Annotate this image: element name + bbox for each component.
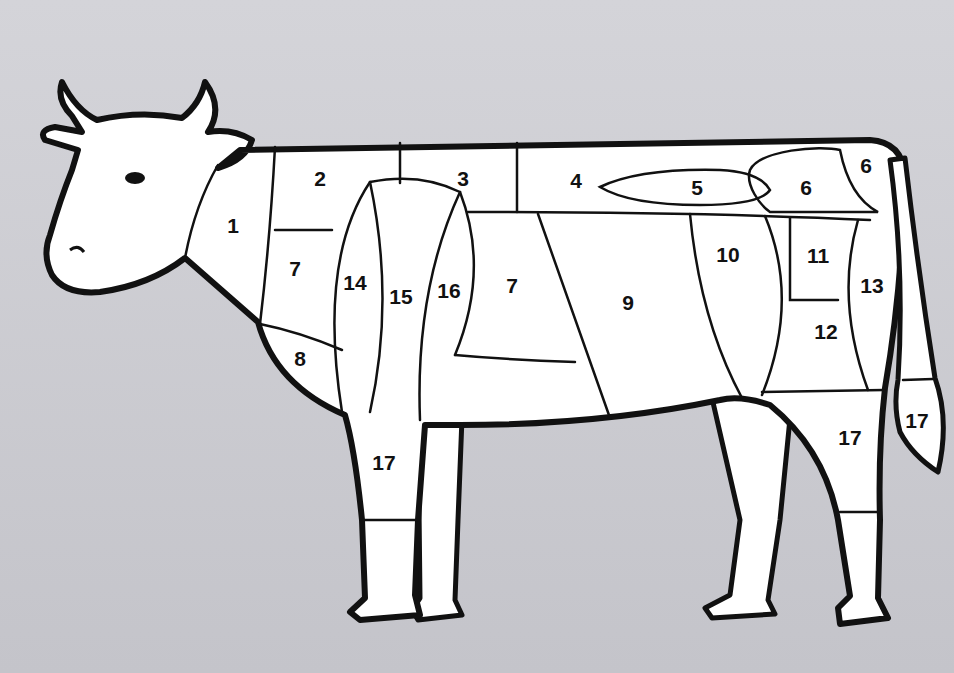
callout-number: 3 [457, 168, 469, 189]
far-hind-leg [705, 398, 792, 618]
callout-number: 14 [343, 272, 366, 293]
callout-number: 5 [691, 177, 703, 198]
cut-lines [185, 143, 933, 520]
nostril [70, 247, 84, 252]
callout-number: 8 [294, 348, 306, 369]
callout-number: 6 [800, 177, 812, 198]
callout-number: 10 [716, 244, 739, 265]
tail [890, 158, 943, 472]
callout-number: 11 [807, 245, 829, 266]
callout-number: 17 [838, 427, 861, 448]
cow-body [43, 82, 905, 624]
callout-number: 17 [905, 410, 928, 431]
callout-number: 1 [227, 215, 239, 236]
callout-number: 12 [814, 321, 837, 342]
callout-number: 13 [860, 275, 883, 296]
callout-number: 9 [622, 292, 634, 313]
eye [125, 172, 145, 184]
callout-number: 16 [437, 280, 460, 301]
callout-number: 7 [289, 258, 301, 279]
callout-number: 7 [506, 275, 518, 296]
callout-number: 15 [389, 286, 412, 307]
callout-number: 17 [372, 452, 395, 473]
callout-number: 4 [570, 170, 582, 191]
callout-number: 2 [314, 168, 326, 189]
callout-number: 6 [860, 155, 872, 176]
